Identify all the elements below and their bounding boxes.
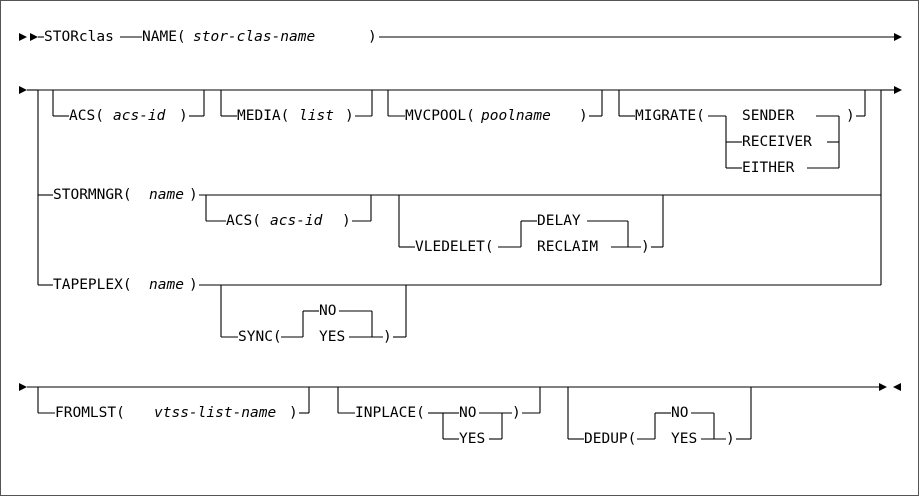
acs-keyword: ACS( [69, 108, 104, 124]
tapeplex-close-paren: ) [189, 277, 198, 293]
dedup-option-no: NO [671, 405, 688, 421]
row-storclas: STORclas NAME( stor-clas-name ) [19, 29, 902, 45]
stormngr-acs-close-paren: ) [342, 213, 351, 229]
media-keyword: MEDIA( [237, 108, 289, 124]
stor-clas-name-variable: stor-clas-name [193, 29, 315, 45]
media-list-variable: list [299, 108, 334, 124]
continuation-start-arrow-icon [19, 86, 27, 94]
stormngr-name-variable: name [149, 187, 184, 203]
mvcpool-close-paren: ) [579, 108, 588, 124]
inplace-option-no: NO [459, 405, 476, 421]
acs-id-variable: acs-id [113, 108, 166, 124]
dedup-close-paren: ) [726, 431, 735, 447]
vledelet-option-reclaim: RECLAIM [537, 239, 598, 255]
migrate-option-either: EITHER [742, 160, 795, 176]
row-fromlst: FROMLST( vtss-list-name ) INPLACE( NO YE… [19, 383, 901, 447]
migrate-keyword: MIGRATE( [635, 108, 705, 124]
vtss-list-name-variable: vtss-list-name [154, 405, 276, 421]
start-arrow-icon [30, 33, 38, 41]
migrate-close-paren: ) [846, 108, 855, 124]
end-arrow-icon [893, 383, 901, 391]
sync-option-no: NO [319, 303, 336, 319]
fromlst-keyword: FROMLST( [55, 405, 125, 421]
migrate-option-receiver: RECEIVER [742, 134, 812, 150]
inplace-keyword: INPLACE( [355, 405, 425, 421]
poolname-variable: poolname [480, 108, 551, 124]
mvcpool-keyword: MVCPOOL( [405, 108, 475, 124]
stormngr-acs-id-variable: acs-id [270, 213, 323, 229]
vledelet-option-delay: DELAY [537, 213, 581, 229]
vledelet-close-paren: ) [641, 239, 650, 255]
continuation-start-arrow-icon [19, 383, 27, 391]
continue-arrow-icon [894, 33, 902, 41]
tapeplex-name-variable: name [149, 277, 184, 293]
sync-keyword: SYNC( [238, 329, 282, 345]
continue-arrow-icon [894, 86, 902, 94]
tapeplex-keyword: TAPEPLEX( [53, 277, 132, 293]
storclas-keyword: STORclas [44, 29, 114, 45]
media-close-paren: ) [345, 108, 354, 124]
sync-close-paren: ) [383, 329, 392, 345]
inplace-option-yes: YES [459, 431, 485, 447]
stormngr-close-paren: ) [189, 187, 198, 203]
inplace-close-paren: ) [512, 405, 521, 421]
stormngr-acs-keyword: ACS( [226, 213, 261, 229]
sync-option-yes: YES [319, 329, 345, 345]
vledelet-keyword: VLEDELET( [415, 239, 494, 255]
name-close-paren: ) [368, 29, 377, 45]
dedup-keyword: DEDUP( [584, 431, 636, 447]
stormngr-keyword: STORMNGR( [53, 187, 132, 203]
start-arrow-icon [19, 33, 27, 41]
end-arrow-icon [879, 383, 887, 391]
fromlst-close-paren: ) [289, 405, 298, 421]
name-keyword: NAME( [142, 29, 186, 45]
acs-close-paren: ) [179, 108, 188, 124]
row-parameters: ACS( acs-id ) MEDIA( list ) MVCPOOL( poo… [19, 86, 902, 345]
dedup-option-yes: YES [671, 431, 697, 447]
migrate-option-sender: SENDER [742, 108, 795, 124]
